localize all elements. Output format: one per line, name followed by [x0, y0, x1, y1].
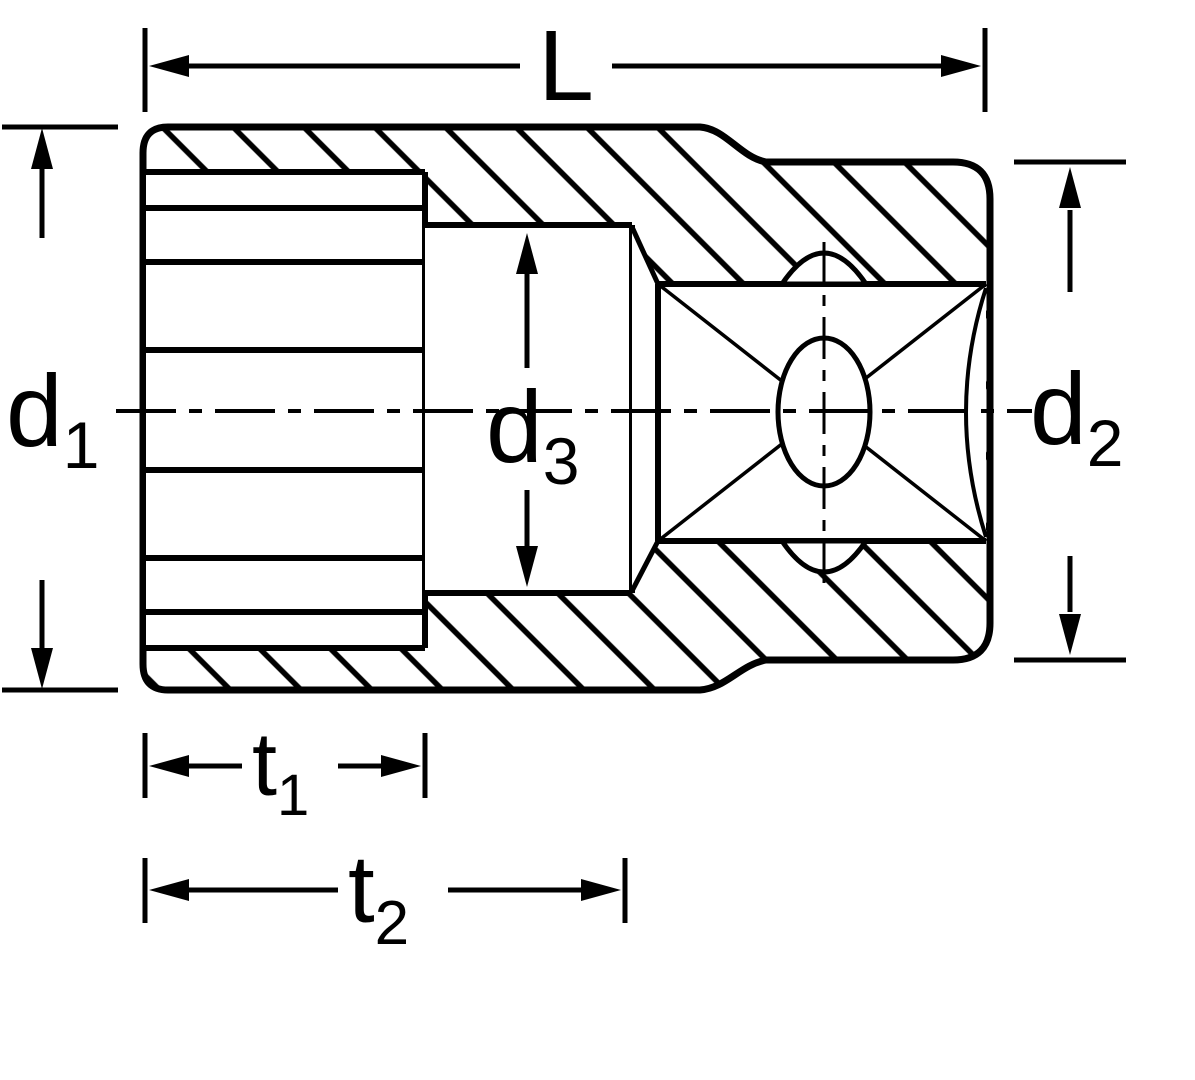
dimension-t2: t2	[142, 836, 628, 958]
dimension-d2: d2	[1014, 159, 1126, 663]
arrowhead-right	[941, 55, 981, 77]
dim-label-d3: d3	[486, 370, 579, 498]
arrowhead-up	[516, 233, 538, 274]
dimension-t1: t1	[142, 715, 428, 828]
chamfer-bottom-edge	[629, 539, 661, 593]
chamfer-top-edge	[629, 225, 661, 286]
dim-label-t1: t1	[252, 715, 309, 828]
arrowhead-up	[31, 128, 53, 169]
left-opening-face	[146, 172, 425, 648]
dim-label-L: L	[538, 10, 594, 122]
dimension-L: L	[142, 10, 988, 122]
socket-body	[116, 123, 1032, 694]
dim-label-t2: t2	[348, 836, 409, 958]
dimension-d3: d3	[486, 233, 579, 587]
centerlines	[116, 242, 1032, 583]
arrowhead-left	[149, 879, 189, 901]
arrowhead-down	[31, 648, 53, 689]
arrowhead-down	[516, 546, 538, 587]
dim-label-d2: d2	[1030, 352, 1123, 480]
arrowhead-left	[149, 755, 189, 777]
dimension-d1: d1	[2, 124, 118, 693]
arrowhead-left	[149, 55, 189, 77]
dim-label-d1: d1	[6, 354, 99, 482]
arrowhead-down	[1059, 614, 1081, 655]
left-opening-profile	[146, 169, 428, 651]
arrowhead-right	[581, 879, 621, 901]
arrowhead-right	[381, 755, 421, 777]
arrowhead-up	[1059, 167, 1081, 208]
